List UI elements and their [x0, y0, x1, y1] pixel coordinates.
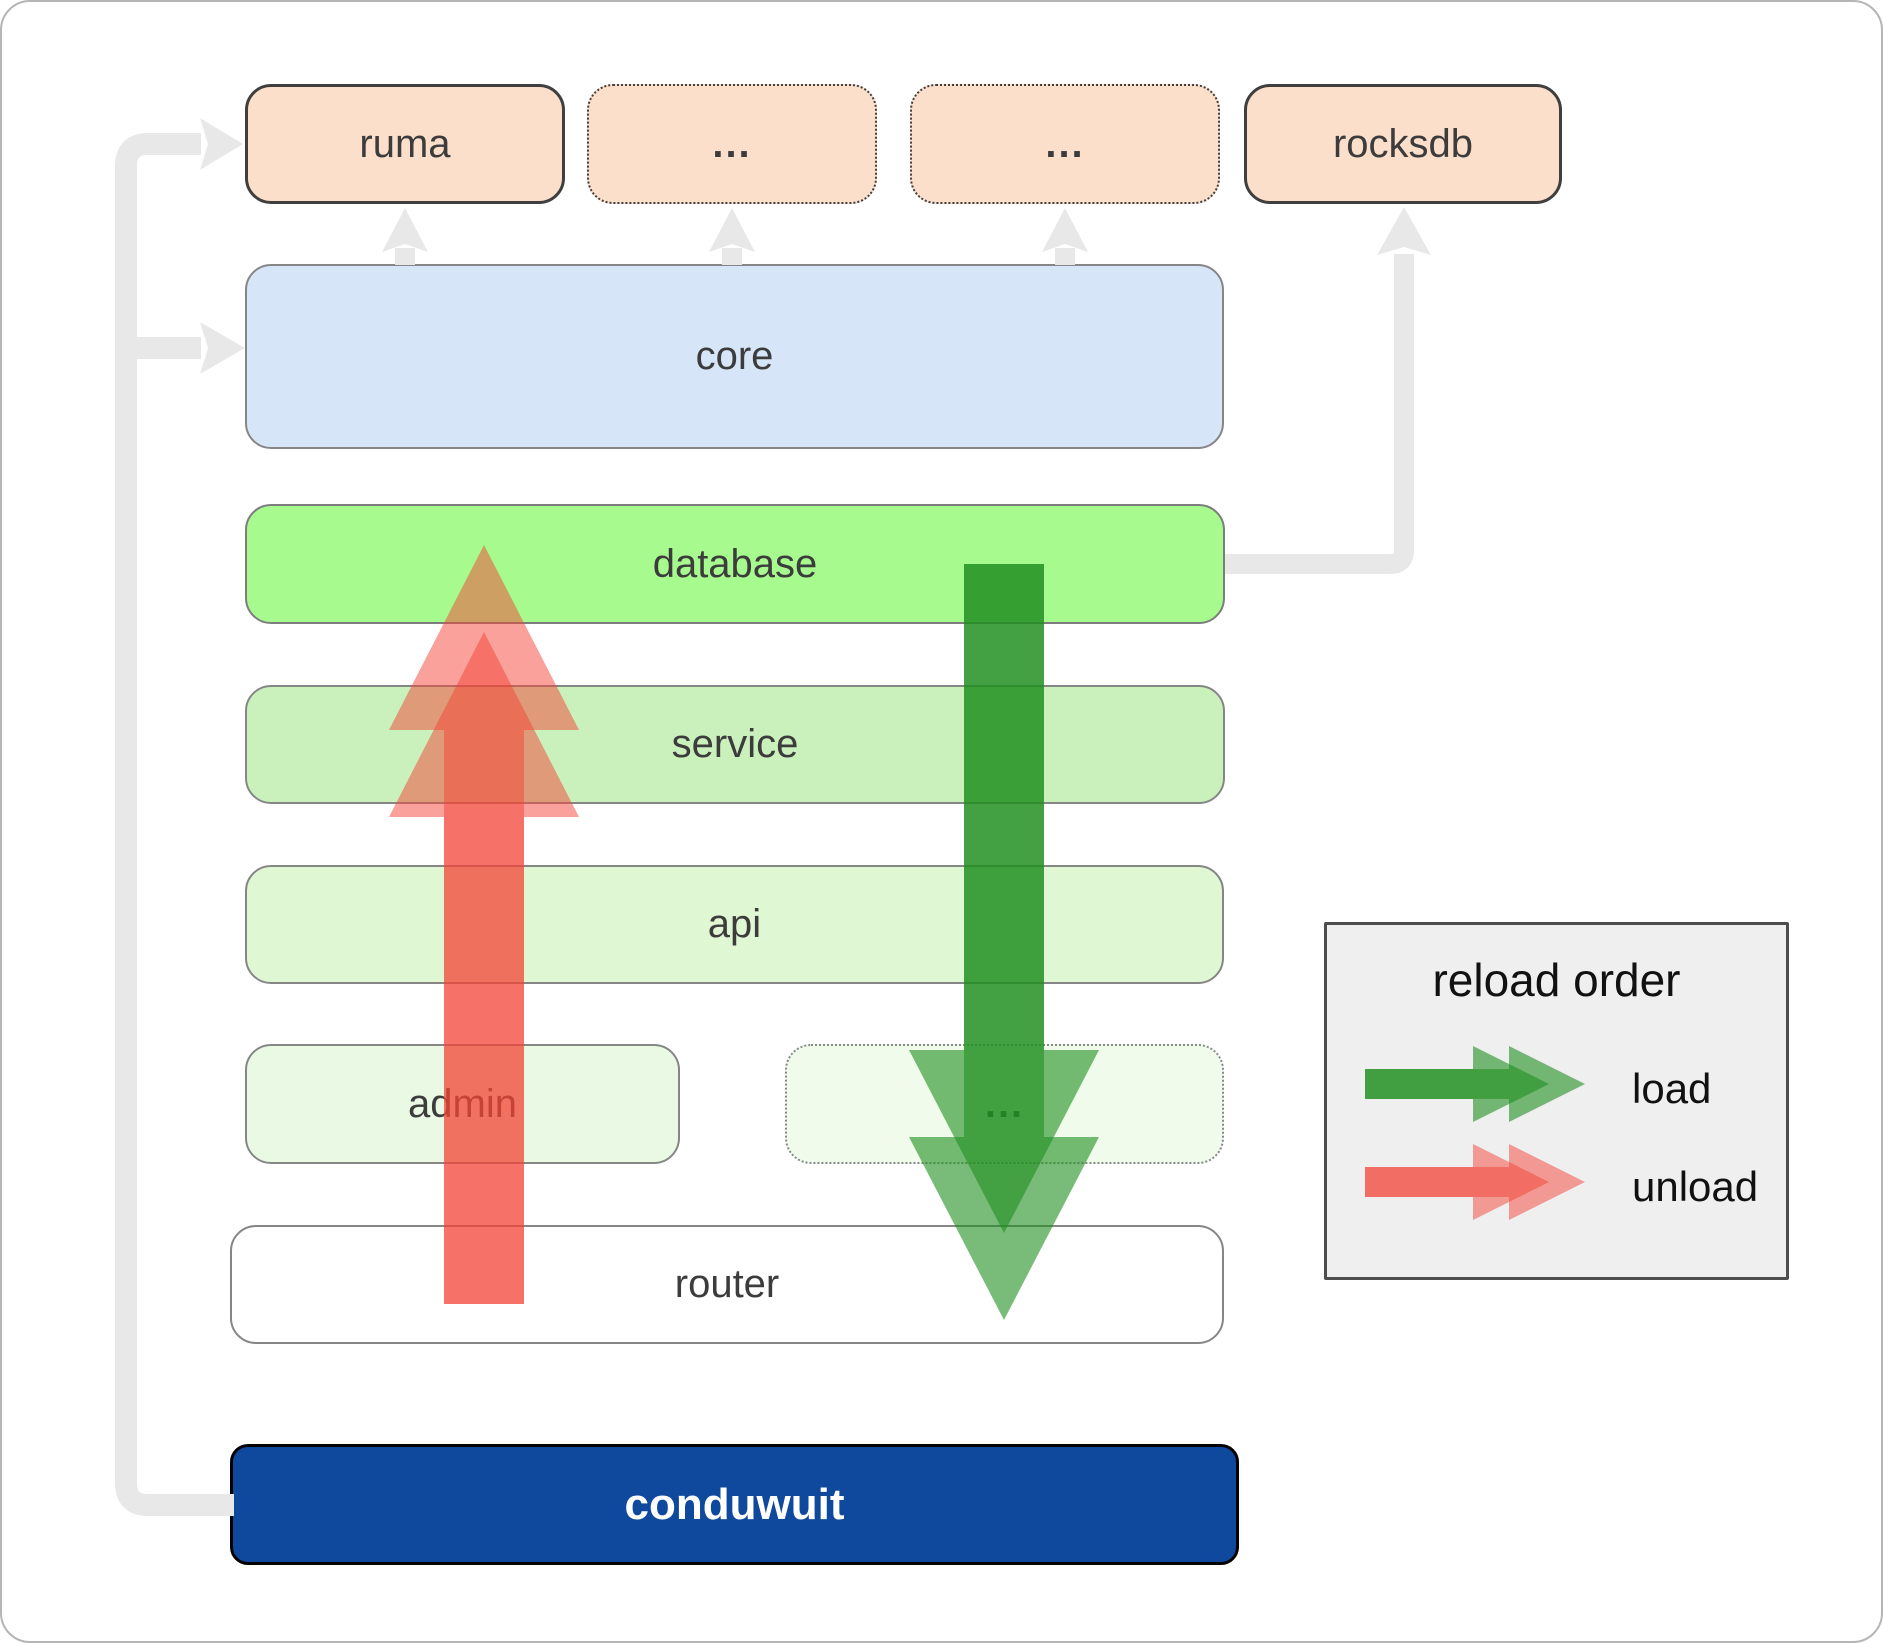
node-rocksdb-label: rocksdb — [1332, 121, 1474, 166]
core-up-arrow-shaft — [395, 248, 415, 265]
node-api-label: api — [707, 902, 762, 946]
node-router: router — [230, 1225, 1224, 1344]
node-admin: admin — [245, 1044, 680, 1164]
node-service: service — [245, 685, 1225, 804]
connector-database-rocksdb-line — [1225, 254, 1414, 574]
node-admin-label: admin — [408, 1081, 517, 1126]
node-conduwuit-label: conduwuit — [624, 1479, 845, 1529]
node-ruma: ruma — [245, 84, 565, 204]
node-external-crate-2: ... — [910, 84, 1220, 204]
core-up-arrow-icon — [382, 208, 428, 252]
node-core: core — [245, 264, 1224, 449]
node-external-crate-2-label: ... — [1045, 121, 1085, 166]
core-up-arrow-shaft — [722, 248, 742, 265]
legend-title: reload order — [1432, 954, 1681, 1006]
node-admin-ext-label: ... — [984, 1081, 1025, 1126]
arrowheads-core-to-top-row — [382, 208, 1088, 265]
node-external-crate-1-label: ... — [712, 121, 752, 166]
node-api: api — [245, 865, 1224, 984]
core-up-arrow-shaft — [1055, 248, 1075, 265]
arrowhead-into-ruma-icon — [200, 118, 243, 170]
core-up-arrow-icon — [1042, 208, 1088, 252]
node-database: database — [245, 504, 1225, 624]
node-router-label: router — [674, 1262, 780, 1306]
node-core-label: core — [695, 334, 774, 378]
legend-unload-label: unload — [1632, 1163, 1759, 1210]
node-admin-ext: ... — [785, 1044, 1224, 1164]
node-external-crate-1: ... — [587, 84, 877, 204]
node-conduwuit: conduwuit — [230, 1444, 1239, 1565]
connector-conduwuit-line — [115, 133, 234, 1516]
core-up-arrow-icon — [709, 208, 755, 252]
node-ruma-label: ruma — [359, 121, 451, 166]
legend-load-label: load — [1632, 1065, 1712, 1112]
node-rocksdb: rocksdb — [1244, 84, 1562, 204]
arrowhead-into-core-icon — [200, 322, 245, 374]
legend-box: reload order load unload — [1324, 922, 1789, 1280]
node-database-label: database — [652, 541, 818, 586]
node-service-label: service — [671, 722, 799, 766]
arrowhead-into-rocksdb-icon — [1377, 207, 1431, 255]
